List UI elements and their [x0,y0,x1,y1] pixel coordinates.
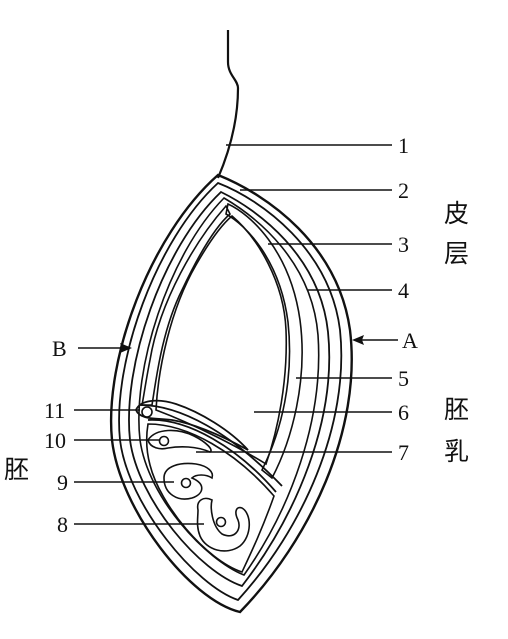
label-8: 8 [57,512,68,537]
organ-11 [135,399,249,451]
stalk [216,30,240,179]
arrow-b [78,343,132,353]
label-9: 9 [57,470,68,495]
label-6: 6 [398,400,409,425]
label-7: 7 [398,440,409,465]
region-pericarp-char-1: 皮 [444,199,469,228]
organ-10-dot [158,435,170,447]
scutellum-groove [139,404,283,487]
embryo-body [145,423,275,573]
organ-11-dot [141,406,153,418]
label-b: B [52,336,67,361]
organ-9-dot [180,477,192,489]
region-embryo: 胚 [4,455,29,484]
label-a: A [402,328,418,353]
scutellum-groove-inner [147,419,277,493]
seed-coat-layer-3 [128,190,331,588]
starchy-endosperm [155,214,288,466]
label-4: 4 [398,278,409,303]
label-10: 10 [44,428,66,453]
label-1: 1 [398,133,409,158]
organ-9 [163,462,214,500]
region-endosperm-char-2: 乳 [444,437,469,466]
label-3: 3 [398,232,409,257]
organ-8-dot [215,516,227,528]
label-2: 2 [398,178,409,203]
region-pericarp-char-2: 层 [444,239,469,268]
endosperm-outer-band [138,196,320,576]
aleurone-layer [225,202,303,480]
organ-8 [196,497,251,552]
arrow-a [352,335,398,345]
label-5: 5 [398,366,409,391]
seed-coat-outer [109,173,353,614]
label-11: 11 [44,398,65,423]
seed-coat-layer-2 [118,181,343,602]
leader-lines [74,144,392,525]
region-endosperm-char-1: 胚 [444,395,469,424]
